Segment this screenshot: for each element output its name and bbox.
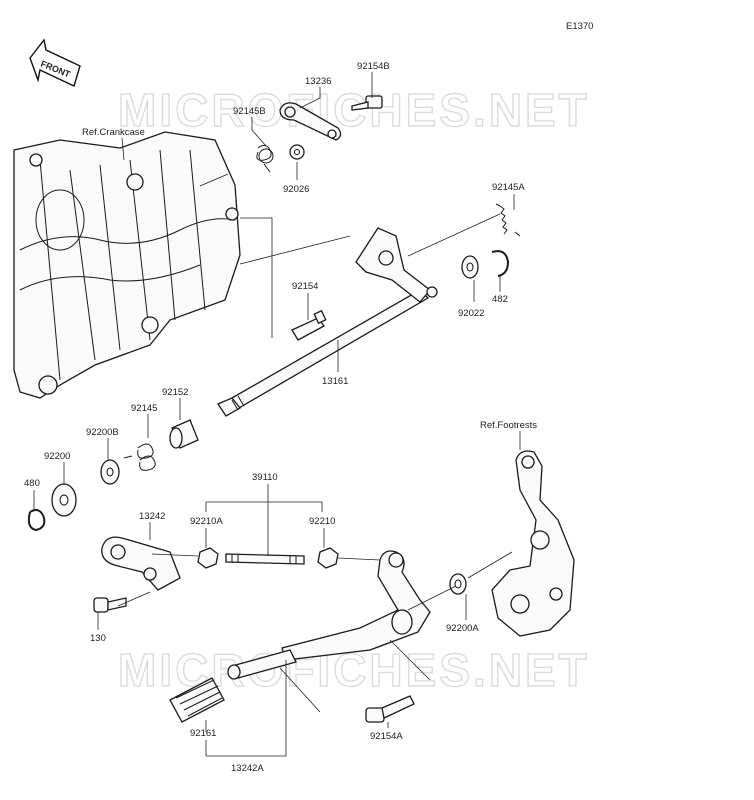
front-arrow-icon: FRONT [29, 38, 81, 87]
shift-arm [355, 227, 438, 303]
shift-shaft [217, 289, 430, 417]
spring-92145 [123, 443, 156, 471]
label-92154A: 92154A [370, 731, 403, 742]
nut-92210A [197, 547, 219, 569]
label-92145: 92145 [131, 403, 157, 414]
label-92200A: 92200A [446, 623, 479, 634]
label-92026: 92026 [283, 184, 309, 195]
label-92145B: 92145B [233, 106, 266, 117]
washer-92200 [51, 483, 77, 517]
pedal-rubber-92161 [169, 677, 225, 723]
crankcase-outline [13, 131, 241, 399]
washer-92200A [449, 573, 467, 595]
link-13236 [279, 102, 342, 141]
leader-lines [33, 72, 515, 757]
ref-crankcase-label: Ref.Crankcase [82, 127, 145, 138]
diagram-code: E1370 [566, 21, 593, 32]
label-13236: 13236 [305, 76, 331, 87]
label-92200B: 92200B [86, 427, 119, 438]
label-92161: 92161 [190, 728, 216, 739]
label-13242A: 13242A [231, 763, 264, 774]
label-92200: 92200 [44, 451, 70, 462]
spring-92145B [256, 144, 274, 173]
label-92210: 92210 [309, 516, 335, 527]
label-39110: 39110 [252, 472, 278, 483]
lever-13242 [101, 536, 181, 591]
label-92022: 92022 [458, 308, 484, 319]
bolt-92154B [351, 95, 383, 111]
tie-rod-39110 [225, 553, 305, 565]
bolt-130 [93, 597, 127, 613]
label-92154B: 92154B [357, 61, 390, 72]
label-482: 482 [492, 294, 508, 305]
bolt-92154 [291, 309, 327, 341]
label-92154: 92154 [292, 281, 318, 292]
label-480: 480 [24, 478, 40, 489]
label-92210A: 92210A [190, 516, 223, 527]
label-92152: 92152 [162, 387, 188, 398]
nut-92210 [317, 547, 339, 569]
washer-92022 [461, 255, 479, 279]
bolt-92154A [365, 695, 415, 723]
circlip-482 [491, 250, 510, 277]
ref-footrests-label: Ref.Footrests [480, 420, 537, 431]
washer-92200B [100, 459, 120, 485]
footrest-bracket [491, 450, 575, 637]
label-13242: 13242 [139, 511, 165, 522]
collar-92152 [169, 419, 199, 449]
label-13161: 13161 [322, 376, 348, 387]
circlip-480 [27, 509, 46, 532]
spring-92145A [495, 203, 521, 237]
label-130: 130 [90, 633, 106, 644]
label-92145A: 92145A [492, 182, 525, 193]
